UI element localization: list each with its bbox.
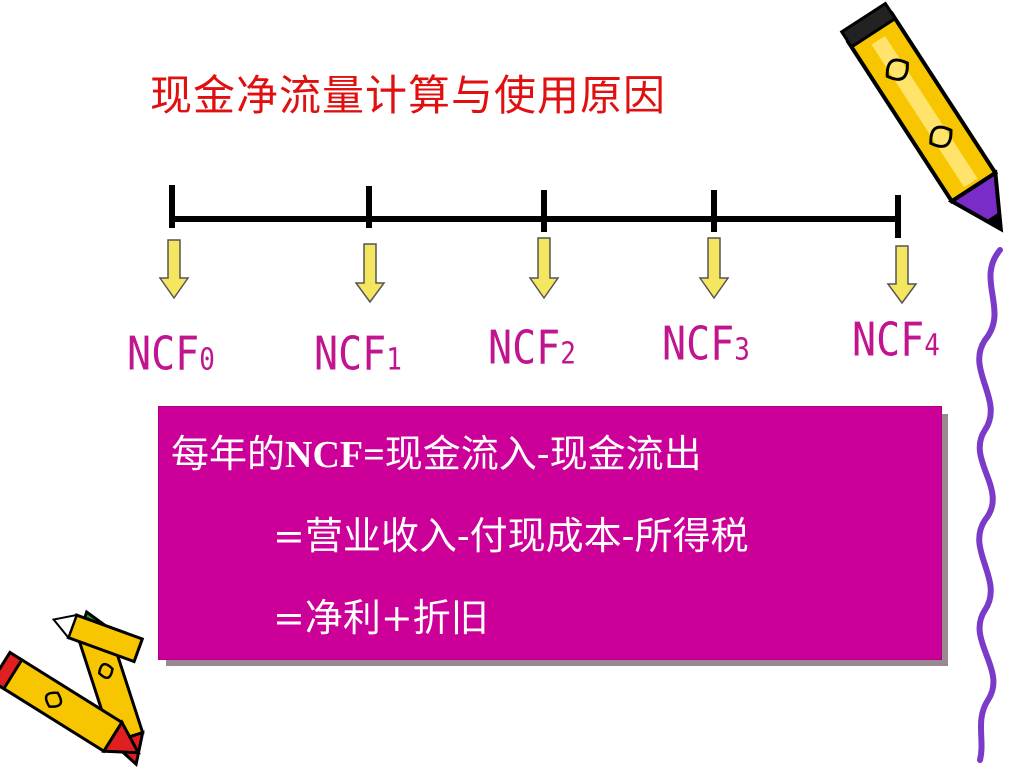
ncf-label-0: NCF0: [127, 328, 215, 381]
down-arrow-icon: [528, 237, 560, 300]
formula-box: 每年的NCF=现金流入-现金流出 =营业收入-付现成本-所得税 =净利+折旧: [158, 406, 942, 660]
ncf-label-3: NCF3: [662, 318, 750, 371]
ncf-label-1: NCF1: [314, 328, 402, 381]
formula-line-2: =营业收入-付现成本-所得税: [273, 514, 749, 558]
slide-title: 现金净流量计算与使用原因: [150, 71, 667, 120]
pencil-icon: [839, 1, 1004, 233]
down-arrow-icon: [354, 243, 386, 304]
down-arrow-icon: [158, 239, 190, 300]
ncf-label-2: NCF2: [488, 322, 576, 375]
formula-line-1: 每年的NCF=现金流入-现金流出: [171, 432, 702, 476]
down-arrow-icon: [698, 237, 730, 300]
wavy-line: [976, 247, 1003, 763]
crossed-pencils-icon: [0, 609, 145, 768]
timeline: [158, 185, 918, 305]
down-arrow-icon: [886, 245, 918, 305]
ncf-label-4: NCF4: [852, 314, 940, 367]
formula-line-3: =净利+折旧: [273, 596, 489, 640]
